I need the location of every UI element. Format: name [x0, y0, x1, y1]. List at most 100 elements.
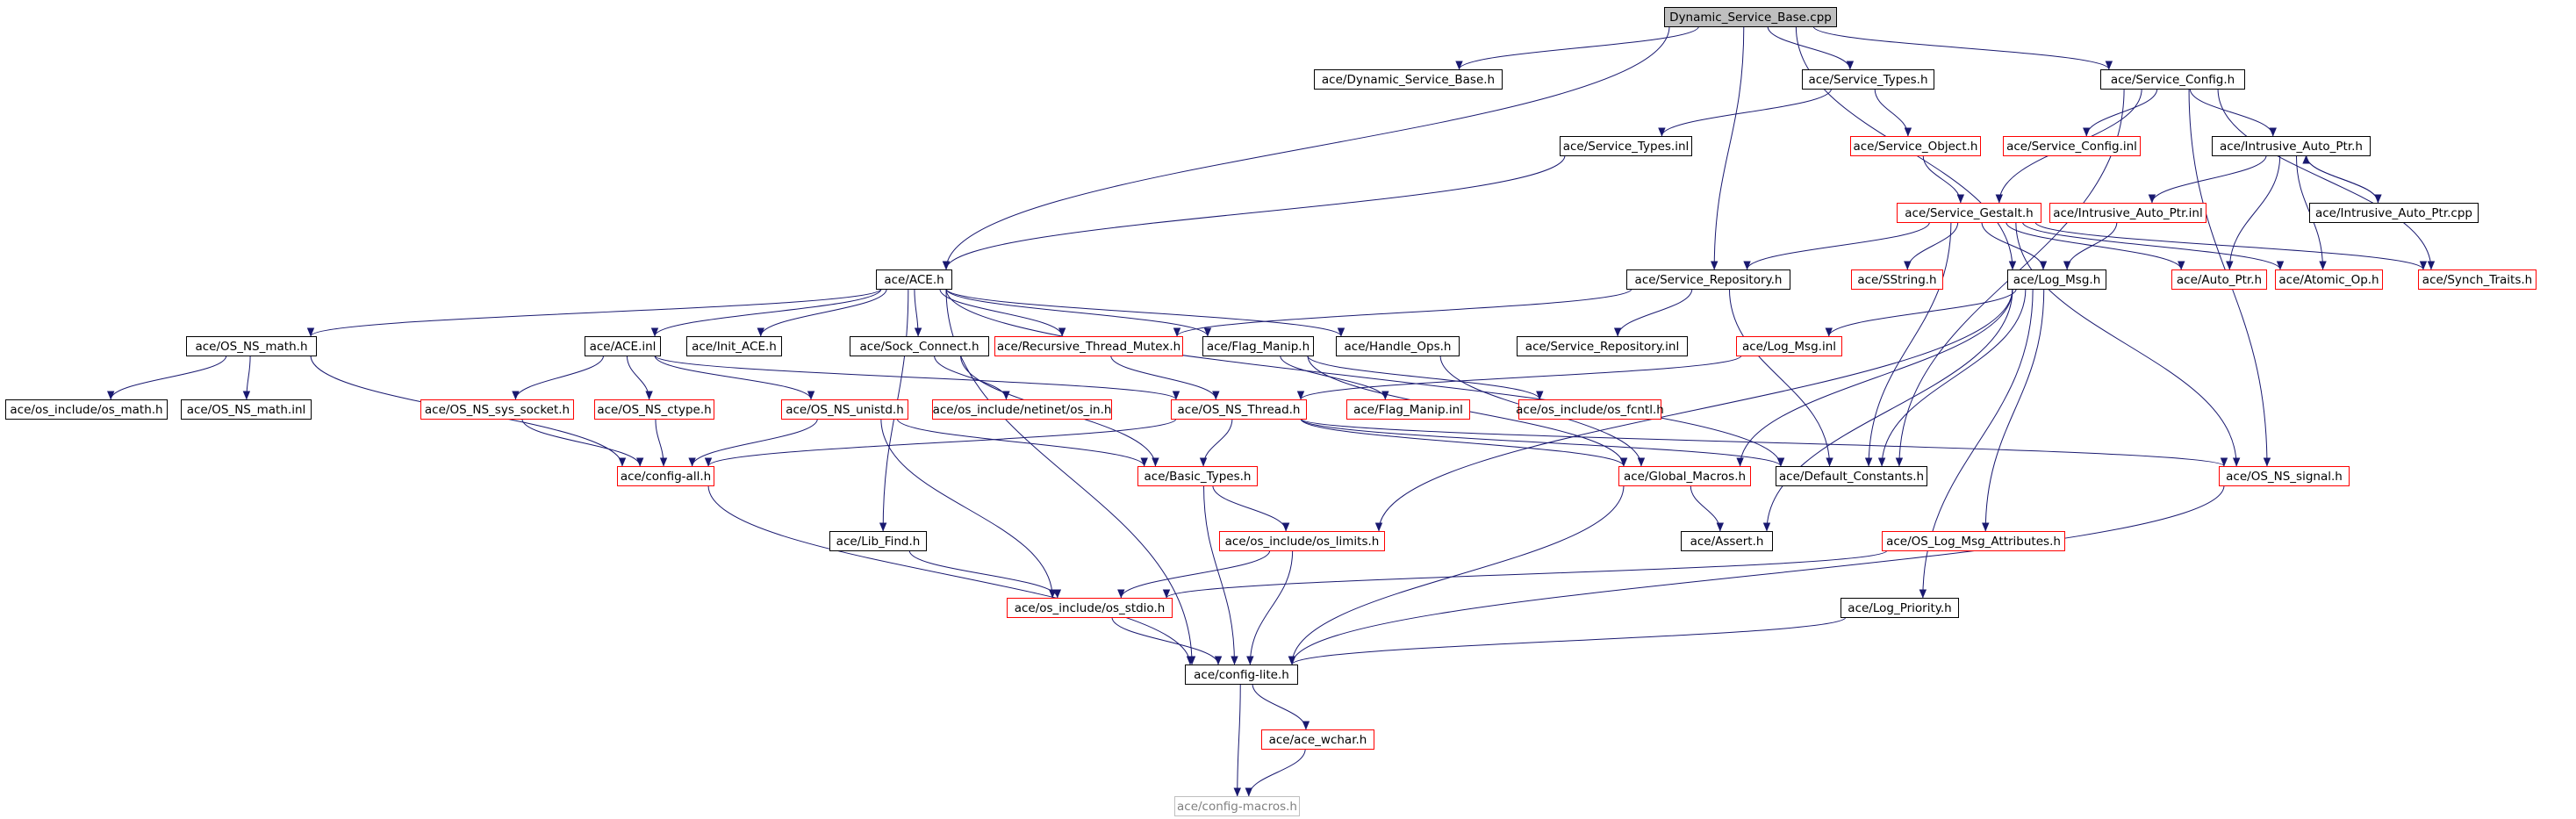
node-box	[1261, 729, 1374, 750]
edge-dsb_cpp-to-svc_config_h	[1812, 25, 2113, 70]
node-synch-traits-h[interactable]: ace/Synch_Traits.h	[2418, 269, 2537, 290]
node-os-ns-math-h[interactable]: ace/OS_NS_math.h	[186, 336, 317, 356]
node-iap-cpp[interactable]: ace/Intrusive_Auto_Ptr.cpp	[2309, 203, 2479, 223]
node-svc-gestalt-h[interactable]: ace/Service_Gestalt.h	[1897, 203, 2041, 223]
node-svc-config-inl[interactable]: ace/Service_Config.inl	[2003, 136, 2141, 156]
node-config-all-h[interactable]: ace/config-all.h	[617, 466, 714, 486]
edge-svc_repo_h-to-svc_repo_inl	[1613, 288, 1693, 337]
node-box	[585, 336, 661, 356]
edge-ace_h-to-os_ns_math_h	[307, 288, 882, 337]
edge-log_msg_h-to-log_priority_h	[1919, 288, 2034, 599]
node-box	[1202, 336, 1314, 356]
node-log-priority-h[interactable]: ace/Log_Priority.h	[1841, 598, 1959, 618]
edge-ace_inl-to-os_ns_ctype_h	[626, 355, 653, 400]
node-box	[1850, 136, 1981, 156]
edge-os_ns_math_h-to-os_math_h	[107, 355, 227, 400]
node-flag-manip-inl[interactable]: ace/Flag_Manip.inl	[1346, 399, 1470, 420]
node-os-log-msg-attr-h[interactable]: ace/OS_Log_Msg_Attributes.h	[1882, 531, 2065, 551]
edge-svc_object_h-to-svc_gestalt_h	[1922, 154, 1965, 204]
edge-svc_gestalt_h-to-atomic_op_h	[2022, 221, 2285, 270]
node-label: ace/Recursive_Thread_Mutex.h	[997, 340, 1180, 354]
node-os-ns-ctype-h[interactable]: ace/OS_NS_ctype.h	[594, 399, 714, 420]
node-flag-manip-h[interactable]: ace/Flag_Manip.h	[1202, 336, 1314, 356]
edge-basic_types_h-to-config_lite_h	[1203, 485, 1238, 665]
node-auto-ptr-h[interactable]: ace/Auto_Ptr.h	[2171, 269, 2267, 290]
node-box	[181, 399, 312, 420]
node-os-ns-sys-socket-h[interactable]: ace/OS_NS_sys_socket.h	[420, 399, 574, 420]
node-label: ace/os_include/netinet/os_in.h	[933, 403, 1112, 417]
edge-ace_inl-to-os_ns_sys_socket_h	[512, 355, 605, 400]
node-ace-inl[interactable]: ace/ACE.inl	[585, 336, 661, 356]
node-ace-wchar-h[interactable]: ace/ace_wchar.h	[1261, 729, 1374, 750]
node-log-msg-inl[interactable]: ace/Log_Msg.inl	[1736, 336, 1842, 356]
edge-log_msg_h-to-os_limits_h	[1374, 288, 2013, 532]
node-box	[420, 399, 574, 420]
node-svc-types-h[interactable]: ace/Service_Types.h	[1802, 69, 1934, 90]
node-label: ace/Flag_Manip.h	[1207, 340, 1310, 354]
node-svc-object-h[interactable]: ace/Service_Object.h	[1850, 136, 1981, 156]
edge-svc_gestalt_h-to-auto_ptr_h	[2006, 221, 2185, 270]
node-atomic-op-h[interactable]: ace/Atomic_Op.h	[2275, 269, 2383, 290]
node-config-lite-h[interactable]: ace/config-lite.h	[1185, 665, 1298, 685]
edge-log_msg_h-to-default_constants_h	[1877, 288, 2027, 467]
node-os-stdio-h[interactable]: ace/os_include/os_stdio.h	[1007, 598, 1173, 618]
node-handle-ops-h[interactable]: ace/Handle_Ops.h	[1336, 336, 1460, 356]
edge-ace_h-to-default_constants_h	[945, 288, 1785, 467]
node-assert-h[interactable]: ace/Assert.h	[1681, 531, 1773, 551]
node-os-in-h[interactable]: ace/os_include/netinet/os_in.h	[932, 399, 1112, 420]
node-label: ace/Service_Repository.inl	[1525, 340, 1679, 354]
node-box	[1560, 136, 1692, 156]
node-dsb-cpp[interactable]: Dynamic_Service_Base.cpp	[1664, 7, 1837, 27]
node-config-macros-h: ace/config-macros.h	[1174, 796, 1300, 816]
node-sstring-h[interactable]: ace/SString.h	[1851, 269, 1943, 290]
node-box	[1185, 665, 1298, 685]
node-basic-types-h[interactable]: ace/Basic_Types.h	[1137, 466, 1258, 486]
node-label: ace/Lib_Find.h	[836, 535, 921, 549]
node-iap-inl[interactable]: ace/Intrusive_Auto_Ptr.inl	[2049, 203, 2206, 223]
node-default-constants-h[interactable]: ace/Default_Constants.h	[1776, 466, 1927, 486]
node-label: ace/Flag_Manip.inl	[1353, 403, 1463, 417]
edge-log_msg_inl-to-os_ns_thread_h	[1297, 355, 1742, 400]
node-sock-connect-h[interactable]: ace/Sock_Connect.h	[850, 336, 989, 356]
node-os-limits-h[interactable]: ace/os_include/os_limits.h	[1219, 531, 1385, 551]
edge-os_limits_h-to-os_stdio_h	[1117, 550, 1271, 599]
node-box	[1618, 466, 1751, 486]
node-dsb-h[interactable]: ace/Dynamic_Service_Base.h	[1314, 69, 1503, 90]
node-label: ace/OS_NS_unistd.h	[786, 403, 904, 417]
node-label: ace/Service_Types.inl	[1563, 140, 1690, 154]
node-log-msg-h[interactable]: ace/Log_Msg.h	[2007, 269, 2106, 290]
edge-svc_repo_h-to-rtm_h	[1173, 288, 1632, 337]
node-ace-h[interactable]: ace/ACE.h	[876, 269, 952, 290]
node-label: ace/Handle_Ops.h	[1345, 340, 1452, 354]
node-os-ns-thread-h[interactable]: ace/OS_NS_Thread.h	[1171, 399, 1307, 420]
node-os-ns-math-inl[interactable]: ace/OS_NS_math.inl	[181, 399, 312, 420]
node-box	[2418, 269, 2537, 290]
node-lib-find-h[interactable]: ace/Lib_Find.h	[829, 531, 927, 551]
node-label: ace/Synch_Traits.h	[2422, 273, 2532, 287]
edge-ace_h-to-ace_inl	[650, 288, 882, 337]
edge-svc_types_h-to-svc_types_inl	[1658, 88, 1833, 137]
edge-os_ns_thread_h-to-config_all_h	[705, 418, 1177, 467]
edge-config_all_h-to-config_lite_h	[707, 485, 1195, 665]
node-svc-repo-h[interactable]: ace/Service_Repository.h	[1626, 269, 1790, 290]
node-init-ace-h[interactable]: ace/Init_ACE.h	[686, 336, 782, 356]
node-os-ns-signal-h[interactable]: ace/OS_NS_signal.h	[2219, 466, 2350, 486]
node-box	[829, 531, 927, 551]
node-iap-h[interactable]: ace/Intrusive_Auto_Ptr.h	[2212, 136, 2371, 156]
node-os-fcntl-h[interactable]: ace/os_include/os_fcntl.h	[1516, 399, 1664, 420]
node-svc-config-h[interactable]: ace/Service_Config.h	[2100, 69, 2245, 90]
node-os-math-h[interactable]: ace/os_include/os_math.h	[5, 399, 168, 420]
edge-svc_config_h-to-svc_config_inl	[2083, 88, 2158, 137]
node-box	[594, 399, 714, 420]
node-label: ace/Sock_Connect.h	[859, 340, 979, 354]
node-global-macros-h[interactable]: ace/Global_Macros.h	[1618, 466, 1751, 486]
edge-ace_h-to-init_ace_h	[757, 288, 887, 337]
edge-os_ns_math_h-to-os_ns_math_inl	[242, 355, 251, 400]
node-svc-types-inl[interactable]: ace/Service_Types.inl	[1560, 136, 1692, 156]
node-label: ace/Init_ACE.h	[692, 340, 777, 354]
node-label: ace/os_include/os_math.h	[10, 403, 162, 417]
node-rtm-h[interactable]: ace/Recursive_Thread_Mutex.h	[994, 336, 1183, 356]
node-os-ns-unistd-h[interactable]: ace/OS_NS_unistd.h	[781, 399, 908, 420]
edge-dsb_cpp-to-svc_types_h	[1767, 25, 1855, 70]
node-svc-repo-inl[interactable]: ace/Service_Repository.inl	[1517, 336, 1688, 356]
